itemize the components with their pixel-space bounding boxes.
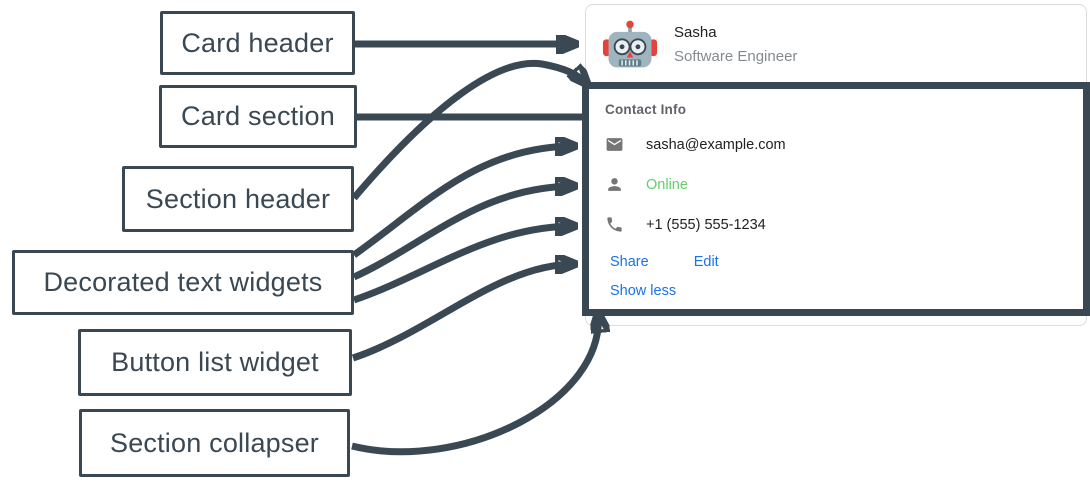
card-header-name: Sasha	[674, 23, 717, 41]
decorated-text-email: sasha@example.com	[605, 135, 786, 154]
decorated-text-status: Online	[605, 175, 688, 194]
share-button[interactable]: Share	[610, 254, 649, 270]
edit-button[interactable]: Edit	[693, 254, 719, 270]
phone-text: +1 (555) 555-1234	[646, 216, 766, 233]
card-header: Sasha Software Engineer	[586, 5, 1086, 83]
person-icon	[608, 178, 621, 191]
annotation-label-button-list-widget: Button list widget	[78, 329, 352, 396]
arrow-section-header	[351, 59, 588, 201]
arrow-button-list	[351, 264, 576, 362]
annotation-label-section-header: Section header	[122, 166, 354, 232]
card-header-subtitle: Software Engineer	[674, 47, 798, 65]
contact-card: Sasha Software Engineer	[585, 4, 1087, 326]
arrow-decorated-phone	[352, 226, 576, 304]
robot-avatar-icon	[602, 20, 658, 68]
phone-icon	[607, 217, 622, 232]
annotation-label-card-section: Card section	[159, 85, 357, 148]
annotation-label-decorated-text-widgets: Decorated text widgets	[12, 250, 354, 315]
status-text: Online	[646, 176, 688, 193]
decorated-text-phone: +1 (555) 555-1234	[605, 215, 766, 234]
arrow-decorated-status	[352, 186, 576, 281]
email-icon	[606, 138, 623, 151]
annotation-label-card-header: Card header	[160, 11, 355, 75]
section-header-title: Contact Info	[605, 102, 687, 117]
arrow-decorated-email	[351, 146, 576, 258]
show-less-button[interactable]: Show less	[610, 283, 677, 299]
annotation-label-section-collapser: Section collapser	[79, 409, 350, 477]
button-list: Share Edit	[610, 254, 719, 270]
card-section-frame	[582, 82, 1090, 316]
email-text: sasha@example.com	[646, 136, 786, 153]
arrow-section-collapser	[351, 312, 598, 456]
